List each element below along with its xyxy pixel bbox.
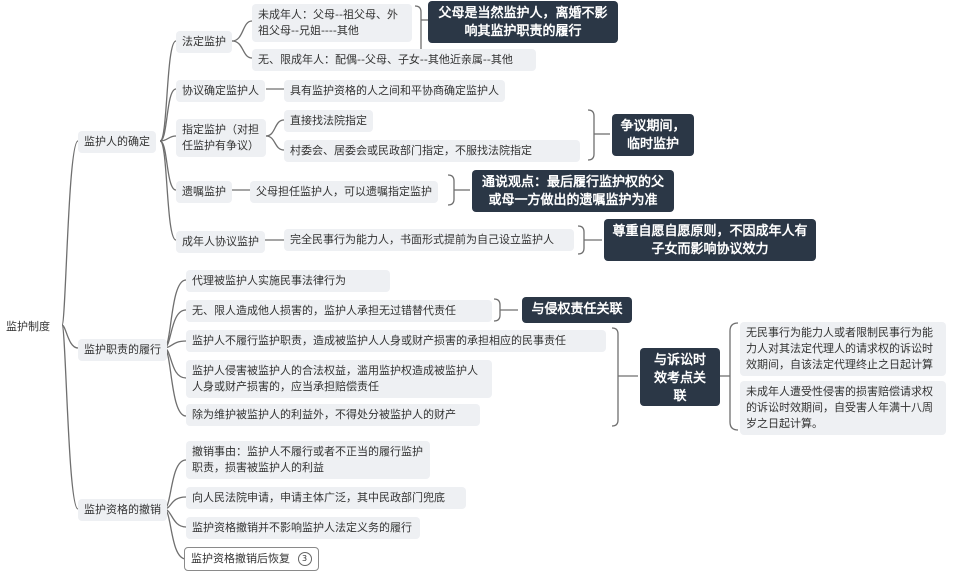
duty-item-3[interactable]: 监护人不履行监护职责，造成被监护人人身或财产损害的承担相应的民事责任 (186, 330, 606, 352)
designated-note: 争议期间，临时监护 (612, 114, 694, 156)
collapsed-count-badge[interactable]: 3 (297, 552, 312, 566)
will-guardian-detail[interactable]: 父母担任监护人，可以遗嘱指定监护 (250, 181, 438, 203)
adult-agreement-detail[interactable]: 完全民事行为能力人，书面形式提前为自己设立监护人 (284, 229, 574, 251)
statutory-guardian-node[interactable]: 法定监护 (176, 31, 232, 53)
designated-by-court[interactable]: 直接找法院指定 (284, 110, 373, 132)
revocation-item-3[interactable]: 监护资格撤销并不影响监护人法定义务的履行 (186, 517, 420, 539)
agreement-guardian-detail[interactable]: 具有监护资格的人之间和平协商确定监护人 (284, 80, 505, 102)
revocation-item-4[interactable]: 监护资格撤销后恢复 3 (184, 547, 319, 571)
duty-item-2[interactable]: 无、限人造成他人损害的，监护人承担无过错替代责任 (186, 300, 492, 322)
revocation-item-1[interactable]: 撤销事由：监护人不履行或者不正当的履行监护职责，损害被监护人的利益 (186, 441, 430, 479)
limitation-item-1[interactable]: 无民事行为能力人或者限制民事行为能力人对其法定代理人的请求权的诉讼时效期间，自该… (740, 322, 946, 376)
designated-guardian-node[interactable]: 指定监护（对担任监护有争议） (176, 119, 266, 157)
will-note: 通说观点：最后履行监护权的父或母一方做出的遗嘱监护为准 (472, 170, 674, 212)
revocation-item-2[interactable]: 向人民法院申请，申请主体广泛，其中民政部门兜底 (186, 487, 466, 509)
limitation-item-2[interactable]: 未成年人遭受性侵害的损害赔偿请求权的诉讼时效期间，自受害人年满十八周岁之日起计算… (740, 381, 946, 435)
incapable-adult-guardian-order[interactable]: 无、限成年人：配偶--父母、子女--其他近亲属--其他 (252, 49, 536, 71)
limitation-note: 与诉讼时效考点关联 (640, 348, 720, 406)
branch-revocation[interactable]: 监护资格的撤销 (78, 499, 167, 521)
revocation-item-4-label: 监护资格撤销后恢复 (191, 552, 290, 565)
duty-item-5[interactable]: 除为维护被监护人的利益外，不得处分被监护人的财产 (186, 404, 480, 426)
branch-determination[interactable]: 监护人的确定 (78, 131, 156, 153)
tort-note: 与侵权责任关联 (522, 297, 632, 323)
adult-agreement-node[interactable]: 成年人协议监护 (176, 231, 265, 253)
statutory-note: 父母是当然监护人，离婚不影响其监护职责的履行 (428, 1, 618, 43)
branch-duties[interactable]: 监护职责的履行 (78, 339, 167, 361)
adult-agreement-note: 尊重自愿自愿原则，不因成年人有子女而影响协议效力 (604, 219, 816, 261)
minor-guardian-order[interactable]: 未成年人：父母--祖父母、外祖父母--兄姐----其他 (252, 4, 412, 42)
duty-item-4[interactable]: 监护人侵害被监护人的合法权益，滥用监护权造成被监护人人身或财产损害的，应当承担赔… (186, 360, 492, 398)
designated-by-committee[interactable]: 村委会、居委会或民政部门指定，不服找法院指定 (284, 140, 580, 162)
root-node[interactable]: 监护制度 (6, 320, 50, 333)
duty-item-1[interactable]: 代理被监护人实施民事法律行为 (186, 270, 390, 292)
agreement-guardian-node[interactable]: 协议确定监护人 (176, 80, 265, 102)
will-guardian-node[interactable]: 遗嘱监护 (176, 181, 232, 203)
